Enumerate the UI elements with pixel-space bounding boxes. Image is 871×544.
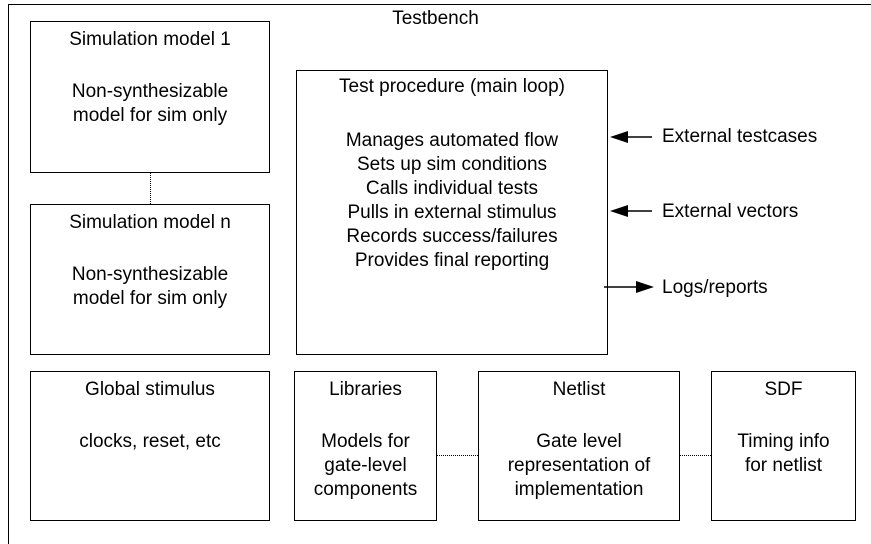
test-procedure-item: Manages automated flow bbox=[345, 130, 559, 151]
sdf-line1: Timing info bbox=[737, 431, 830, 452]
sdf-title: SDF bbox=[764, 379, 803, 400]
sim-model-n-line1: Non-synthesizable bbox=[71, 264, 229, 285]
testcases-arrowhead bbox=[610, 131, 628, 143]
sim-model-n-title: Simulation model n bbox=[69, 212, 231, 233]
global-stimulus-title: Global stimulus bbox=[85, 379, 215, 400]
sim-model-n-box: Simulation model n Non-synthesizable mod… bbox=[30, 204, 270, 355]
netlist-title: Netlist bbox=[552, 379, 606, 400]
netlist-line3: implementation bbox=[514, 479, 644, 500]
sim-model-1-box: Simulation model 1 Non-synthesizable mod… bbox=[30, 21, 270, 173]
vectors-arrowhead bbox=[610, 205, 628, 217]
netlist-sdf-connector bbox=[680, 455, 711, 456]
netlist-box: Netlist Gate level representation of imp… bbox=[478, 371, 680, 521]
testbench-title: Testbench bbox=[392, 8, 479, 29]
external-testcases-label: External testcases bbox=[662, 126, 818, 147]
sdf-line2: for netlist bbox=[744, 455, 823, 476]
test-procedure-item: Pulls in external stimulus bbox=[347, 202, 557, 223]
libraries-line2: gate-level bbox=[324, 455, 407, 476]
testbench-frame bbox=[8, 4, 871, 544]
sim-model-n-line2: model for sim only bbox=[72, 288, 228, 309]
netlist-line1: Gate level bbox=[536, 431, 622, 452]
test-procedure-box: Test procedure (main loop) Manages autom… bbox=[296, 70, 608, 355]
test-procedure-item: Calls individual tests bbox=[365, 178, 539, 199]
external-vectors-label: External vectors bbox=[662, 201, 799, 222]
libraries-title: Libraries bbox=[329, 379, 402, 400]
test-procedure-item: Provides final reporting bbox=[354, 250, 550, 271]
sim-model-1-line2: model for sim only bbox=[72, 105, 228, 126]
libraries-box: Libraries Models for gate-level componen… bbox=[294, 371, 437, 521]
sim-model-1-title: Simulation model 1 bbox=[69, 29, 231, 50]
logs-reports-label: Logs/reports bbox=[662, 277, 768, 298]
test-procedure-item: Records success/failures bbox=[346, 226, 558, 247]
logs-arrowhead bbox=[636, 281, 654, 293]
global-stimulus-box: Global stimulus clocks, reset, etc bbox=[30, 371, 270, 521]
sim-model-1-line1: Non-synthesizable bbox=[71, 81, 229, 102]
netlist-line2: representation of bbox=[507, 455, 651, 476]
libraries-netlist-connector bbox=[437, 455, 478, 456]
test-procedure-item: Sets up sim conditions bbox=[356, 154, 548, 175]
libraries-line3: components bbox=[313, 479, 418, 500]
global-stimulus-line1: clocks, reset, etc bbox=[79, 431, 221, 452]
test-procedure-title: Test procedure (main loop) bbox=[339, 76, 565, 97]
sdf-box: SDF Timing info for netlist bbox=[711, 371, 856, 521]
libraries-line1: Models for bbox=[321, 431, 410, 452]
sim-models-connector bbox=[150, 173, 151, 204]
